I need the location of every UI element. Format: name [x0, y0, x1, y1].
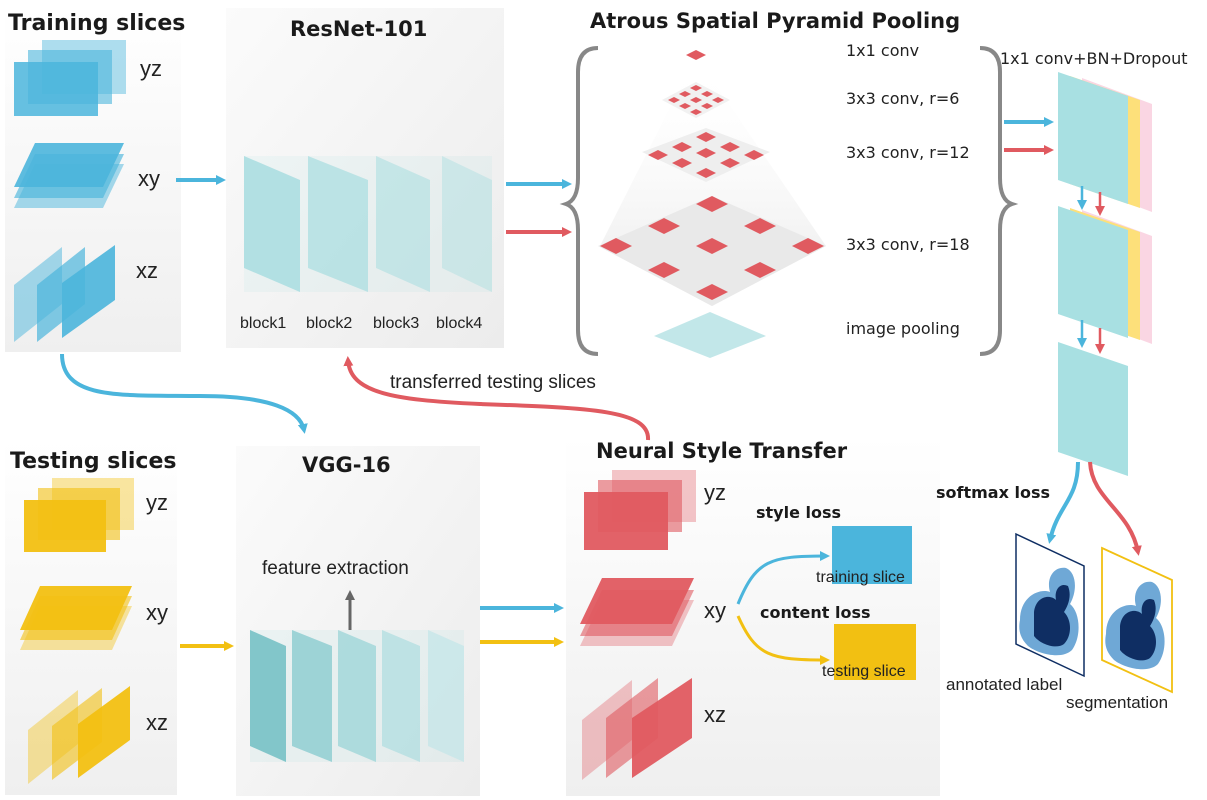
- segmentation-image: [1101, 546, 1173, 694]
- aspp-1x1-kernel: [686, 50, 706, 60]
- arrow-head-to-annotated: [1046, 461, 1080, 544]
- resnet-blocks: [244, 156, 492, 292]
- arrow-nst-to-resnet: [343, 356, 651, 441]
- aspp-image-pooling-shape: [654, 312, 766, 358]
- aspp-row-r12: 3x3 conv, r=12: [846, 143, 970, 162]
- testing-title: Testing slices: [10, 449, 176, 474]
- resnet-block4-label: block4: [436, 315, 482, 332]
- head-feature-stack-1: [1058, 72, 1152, 212]
- testing-xy-label: xy: [146, 600, 168, 625]
- arrow-train-to-vgg: [60, 353, 308, 434]
- resnet-title: ResNet-101: [290, 17, 427, 41]
- vgg-layers: [250, 630, 464, 762]
- head-label: 1x1 conv+BN+Dropout: [1000, 49, 1188, 68]
- aspp-right-brace: [979, 46, 1019, 356]
- testing-slice-box: [834, 624, 916, 680]
- training-xz-label: xz: [136, 258, 158, 283]
- nst-xz-slices: [582, 678, 692, 780]
- aspp-row-r18: 3x3 conv, r=18: [846, 235, 970, 254]
- training-title: Training slices: [8, 11, 185, 36]
- softmax-loss-label: softmax loss: [936, 483, 1050, 502]
- annotated-label-text: annotated label: [946, 675, 1062, 694]
- training-xz-slices: [14, 245, 115, 342]
- training-yz-slices: [14, 40, 126, 116]
- training-slice-box: [832, 526, 912, 584]
- arrow-style-loss: [736, 551, 830, 605]
- testing-yz-slices: [24, 478, 134, 552]
- vgg-title: VGG-16: [302, 453, 391, 477]
- aspp-row-1x1: 1x1 conv: [846, 41, 919, 60]
- aspp-row-r6: 3x3 conv, r=6: [846, 89, 959, 108]
- content-loss-label: content loss: [760, 603, 871, 622]
- resnet-block3-shape: [376, 156, 430, 292]
- style-loss-label: style loss: [756, 503, 841, 522]
- aspp-r6-grid: [662, 82, 730, 118]
- testing-yz-label: yz: [146, 490, 168, 515]
- nst-xy-slices: [580, 578, 694, 646]
- aspp-title: Atrous Spatial Pyramid Pooling: [590, 9, 960, 33]
- resnet-block1-label: block1: [240, 315, 286, 332]
- nst-xy-label: xy: [704, 598, 726, 623]
- resnet-block2-label: block2: [306, 315, 352, 332]
- arrow-content-loss: [736, 615, 830, 665]
- nst-yz-label: yz: [704, 480, 726, 505]
- resnet-block1-shape: [244, 156, 300, 292]
- testing-xz-slices: [28, 686, 130, 784]
- segmentation-text: segmentation: [1066, 693, 1168, 712]
- training-yz-label: yz: [140, 56, 162, 81]
- training-xy-slices: [14, 143, 124, 208]
- annotated-label-image: [1015, 532, 1085, 678]
- aspp-left-brace: [559, 46, 599, 356]
- head-final-map: [1058, 342, 1128, 476]
- nst-title: Neural Style Transfer: [596, 439, 848, 463]
- testing-xz-label: xz: [146, 710, 168, 735]
- nst-yz-slices: [584, 470, 696, 550]
- nst-xz-label: xz: [704, 702, 726, 727]
- arrow-head-to-segmentation: [1088, 461, 1142, 556]
- testing-slice-label: testing slice: [822, 663, 906, 680]
- resnet-block4-shape: [442, 156, 492, 292]
- resnet-block2-shape: [308, 156, 368, 292]
- training-xy-label: xy: [138, 166, 160, 191]
- vgg-feature-label: feature extraction: [262, 558, 409, 579]
- testing-xy-slices: [20, 586, 132, 650]
- aspp-r12-grid: [642, 128, 770, 182]
- aspp-r18-grid: [598, 196, 826, 306]
- resnet-block3-label: block3: [373, 315, 419, 332]
- aspp-row-image-pooling: image pooling: [846, 319, 960, 338]
- training-slice-label: training slice: [816, 569, 905, 586]
- transfer-arrow-label: transferred testing slices: [390, 372, 596, 393]
- head-feature-stack-2: [1058, 206, 1152, 344]
